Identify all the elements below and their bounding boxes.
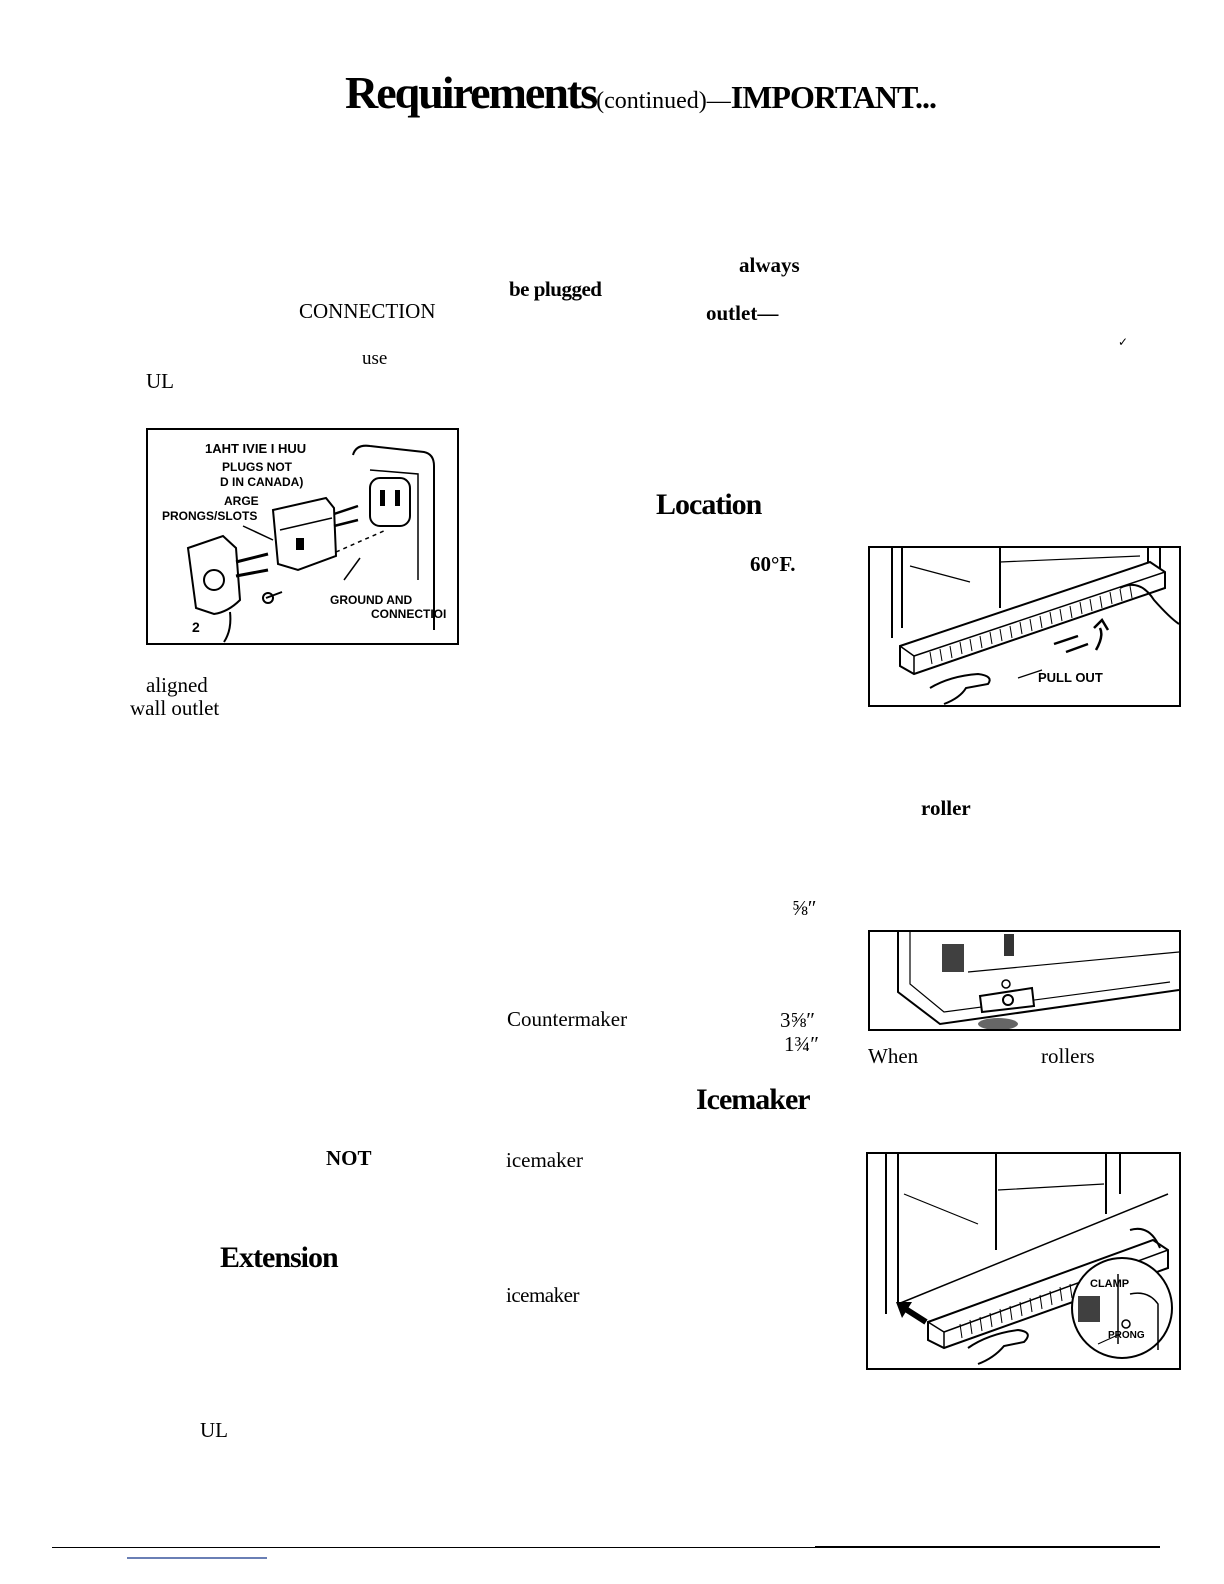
text-ul-2: UL: [200, 1418, 228, 1442]
grille-install-illustration: [885, 1154, 1173, 1365]
label-canada: D IN CANADA): [220, 475, 304, 489]
title-continued: (continued)—: [596, 88, 731, 114]
text-when: When: [868, 1044, 919, 1068]
label-connection: CONNECTIOI: [371, 607, 447, 621]
grille-pull-out-figure: PULL OUT: [868, 546, 1181, 707]
heading-extension: Extension: [220, 1241, 339, 1274]
footer-blue-rule: [127, 1557, 267, 1559]
label-clamp: CLAMP: [1090, 1278, 1130, 1290]
text-icemaker-1: icemaker: [506, 1148, 583, 1172]
grille-install-figure: CLAMP PRONG: [866, 1152, 1181, 1370]
stray-mark: ✓: [1118, 335, 1129, 349]
adapter-plug-figure: 1AHT IVIE I HUU PLUGS NOT D IN CANADA) A…: [146, 428, 459, 645]
heading-icemaker: Icemaker: [696, 1083, 811, 1116]
footer-rule: [52, 1547, 1160, 1548]
text-not: NOT: [326, 1146, 372, 1170]
text-use: use: [362, 348, 388, 369]
text-outlet: outlet—: [706, 301, 779, 325]
label-method: 1AHT IVIE I HUU: [205, 441, 307, 456]
text-always: always: [739, 253, 800, 277]
text-60f: 60°F.: [750, 552, 796, 576]
text-three-five-eighths: 3⅝″: [780, 1008, 815, 1032]
page-title: Requirements(continued)—IMPORTANT...: [345, 66, 937, 119]
text-five-eighths: ⅝″: [792, 896, 817, 920]
footer-rule-thick: [815, 1546, 1160, 1548]
text-one-three-quarters: 1¾″: [784, 1032, 819, 1056]
text-countermaker: Countermaker: [507, 1007, 628, 1031]
grille-pull-out-illustration: [891, 548, 1179, 705]
text-icemaker-2: icemaker: [506, 1283, 579, 1307]
label-ground: GROUND AND: [330, 593, 413, 607]
label-plugs-not: PLUGS NOT: [222, 460, 293, 474]
label-figure-number: 2: [192, 619, 200, 635]
label-pull-out: PULL OUT: [1038, 670, 1103, 685]
text-wall-outlet: wall outlet: [130, 696, 220, 720]
heading-location: Location: [656, 488, 762, 521]
text-aligned: aligned: [146, 673, 208, 697]
adapter-plug-illustration: [186, 444, 435, 643]
text-rollers: rollers: [1041, 1044, 1095, 1068]
title-main: Requirements: [345, 67, 598, 118]
text-roller: roller: [921, 796, 971, 820]
text-ul-1: UL: [146, 369, 174, 393]
label-large: ARGE: [224, 494, 259, 508]
label-prongs-slots: PRONGS/SLOTS: [162, 509, 258, 523]
text-be-plugged: be plugged: [509, 277, 602, 301]
text-connection: CONNECTION: [299, 299, 436, 323]
roller-adjust-figure: [868, 930, 1181, 1031]
title-important: IMPORTANT...: [730, 79, 937, 115]
roller-adjust-illustration: [897, 932, 1179, 1029]
label-prong: PRONG: [1108, 1330, 1145, 1341]
